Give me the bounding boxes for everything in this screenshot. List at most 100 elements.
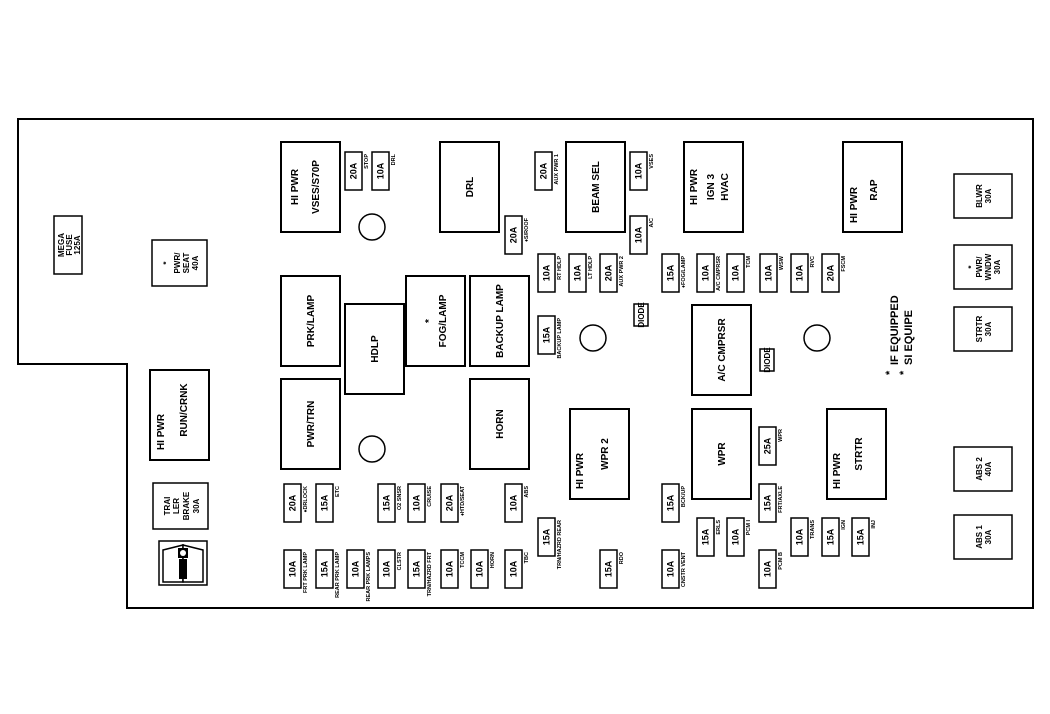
- fuse-label: LT HDLP: [588, 256, 594, 279]
- fuse-rating: 15A: [701, 528, 711, 545]
- fuse-drl: 10A DRL: [371, 151, 397, 191]
- fuse-rating: 15A: [666, 264, 676, 281]
- svg-text:*: *: [162, 261, 171, 265]
- fuse-rear-prk-lamp: 15A REAR PRK LAMP: [315, 549, 341, 598]
- fuse-rating: 15A: [412, 560, 422, 577]
- svg-text:WNDW: WNDW: [984, 253, 993, 280]
- fuse-label: DRL: [391, 153, 397, 165]
- fuse-rating: 10A: [634, 226, 644, 243]
- fuse-rating: 25A: [763, 437, 773, 454]
- svg-text:*: *: [898, 370, 910, 375]
- fuse-label: CRUISE: [427, 486, 433, 507]
- svg-text:30A: 30A: [984, 188, 993, 203]
- fuse-label: REAR PRK LAMP: [335, 552, 341, 598]
- fuse-rating: 10A: [509, 560, 519, 577]
- fuse-label: VSES: [649, 154, 655, 169]
- svg-text:SEAT: SEAT: [182, 253, 191, 274]
- fuse-label: AUX PWR 2: [619, 256, 625, 287]
- fuse-trailer-brake-30a: TRAI LER BRAKE 30A: [152, 482, 209, 530]
- relay-pwr-trn: PWR/TRN: [280, 378, 341, 470]
- mounting-stud: [803, 324, 831, 352]
- fuse-rating: 20A: [445, 494, 455, 511]
- fuse-rating: 20A: [509, 226, 519, 243]
- fuse-rating: 10A: [764, 264, 774, 281]
- fuse-rating: 10A: [412, 494, 422, 511]
- relay-beam-sel: BEAM SEL: [565, 141, 626, 233]
- fuse-label: A/C: [649, 218, 655, 228]
- svg-text:40A: 40A: [191, 255, 200, 270]
- svg-text:PWR/: PWR/: [173, 252, 182, 274]
- relay-wpr: WPR: [691, 408, 752, 500]
- fuse-label: IGN: [841, 520, 847, 530]
- svg-text:RUN/CRNK: RUN/CRNK: [179, 383, 190, 437]
- fuse-ign: 15A IGN: [821, 517, 847, 557]
- mounting-stud: [358, 213, 386, 241]
- svg-text:LER: LER: [172, 498, 181, 514]
- relay-prk-lamp: PRK/LAMP: [280, 275, 341, 367]
- svg-text:PRK/LAMP: PRK/LAMP: [306, 295, 317, 348]
- svg-text:MEGA: MEGA: [57, 233, 66, 257]
- fuse-s-roof: 20A♦S/ROOF: [504, 215, 530, 255]
- svg-text:*: *: [967, 265, 976, 269]
- fuse-rating: 10A: [731, 264, 741, 281]
- fuse-label: AUX PWR 1: [554, 154, 560, 185]
- fuse-rating: 10A: [445, 560, 455, 577]
- svg-text:BLWR: BLWR: [975, 184, 984, 208]
- fuse-rating: 15A: [542, 528, 552, 545]
- fuse-rating: 15A: [826, 528, 836, 545]
- fuse-rating: 20A: [826, 264, 836, 281]
- svg-text:FUSE: FUSE: [65, 234, 74, 256]
- fuse-label: REAR PRK LAMPS: [366, 552, 372, 602]
- fuse-pwr-wndw-30a: * PWR/ WNDW 30A: [953, 244, 1013, 290]
- mounting-stud: [358, 435, 386, 463]
- relay-drl: DRL: [439, 141, 500, 233]
- svg-text:HI PWR: HI PWR: [689, 168, 700, 205]
- fuse-blwr-30a: BLWR 30A: [953, 173, 1013, 219]
- fuse-rating: 10A: [351, 560, 361, 577]
- relay-hipwr-run-crnk: HI PWR RUN/CRNK: [149, 369, 210, 461]
- fuse-rating: 20A: [349, 162, 359, 179]
- fuse-label: TRN/HAZRD REAR: [557, 520, 563, 569]
- fuse-rating: 15A: [604, 560, 614, 577]
- fuse-label: RT HDLP: [557, 256, 563, 280]
- svg-text:DRL: DRL: [465, 177, 476, 198]
- relay-horn: HORN: [469, 378, 530, 470]
- fuse-rating: 15A: [320, 560, 330, 577]
- fuse-rating: 10A: [376, 162, 386, 179]
- relay-hipwr-ign3-hvac: HI PWR IGN 3 HVAC: [683, 141, 744, 233]
- fuse-rating: 20A: [539, 162, 549, 179]
- fuse-rating: 15A: [666, 494, 676, 511]
- fuse-rating: 10A: [475, 560, 485, 577]
- svg-text:PWR/TRN: PWR/TRN: [306, 401, 317, 448]
- svg-text:FOG/LAMP: FOG/LAMP: [438, 294, 449, 347]
- svg-text:ABS 2: ABS 2: [975, 457, 984, 481]
- svg-text:IGN 3: IGN 3: [706, 174, 717, 201]
- svg-text:PWR/: PWR/: [975, 256, 984, 278]
- fuse-label: CLSTR: [397, 552, 403, 570]
- svg-text:HORN: HORN: [495, 409, 506, 438]
- relay-fog-lamp: * FOG/LAMP: [405, 275, 466, 367]
- fuse-rating: 15A: [542, 326, 552, 343]
- fuse-label: A/C CMPRSR: [716, 256, 722, 291]
- svg-text:40A: 40A: [984, 461, 993, 476]
- fuse-label: ♦HTD/SEAT: [460, 485, 466, 516]
- svg-text:DIODE: DIODE: [763, 347, 772, 373]
- fuse-label: FRT/AXLE: [778, 486, 784, 513]
- fuse-label: WPR: [778, 429, 784, 442]
- svg-text:HI PWR: HI PWR: [290, 168, 301, 205]
- fuse-abs2-40a: ABS 2 40A: [953, 446, 1013, 492]
- fuse-rating: 10A: [795, 528, 805, 545]
